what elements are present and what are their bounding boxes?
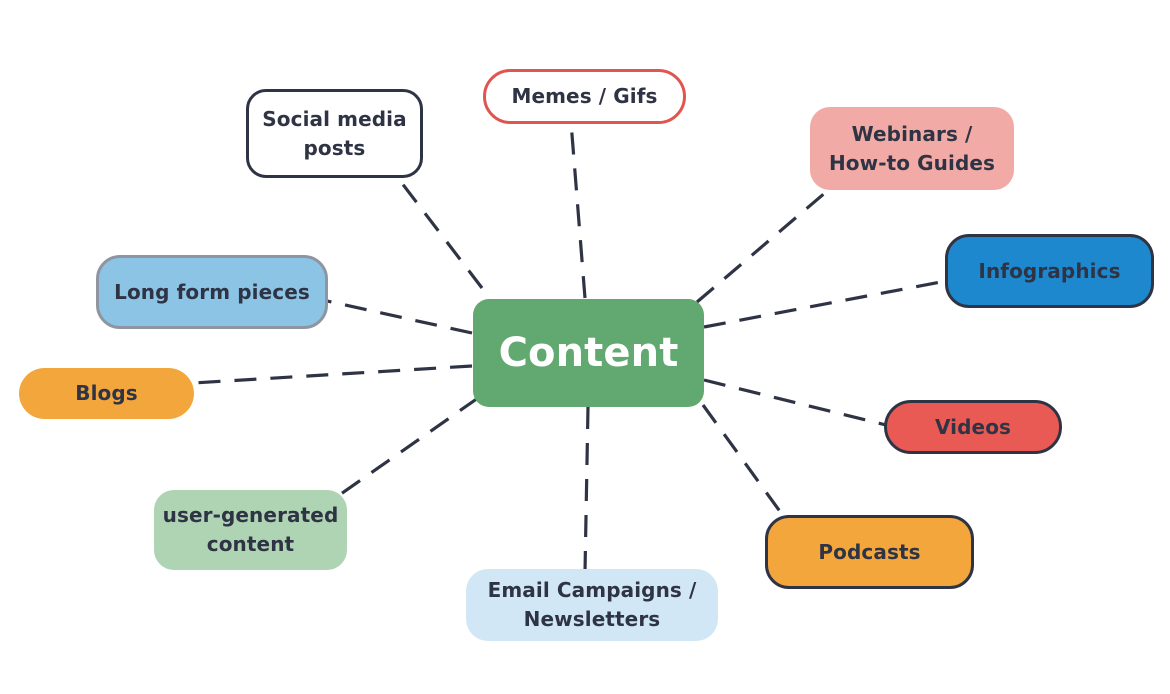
node-videos[interactable]: Videos	[884, 400, 1062, 454]
connector-webinars-how-to-guides	[695, 190, 828, 304]
node-user-generated-content[interactable]: user-generated content	[154, 490, 347, 570]
node-label: user-generated content	[162, 503, 339, 556]
node-email-campaigns-newsletters[interactable]: Email Campaigns / Newsletters	[466, 569, 718, 641]
connector-social-media-posts	[396, 177, 484, 289]
connector-long-form-pieces	[326, 299, 473, 335]
node-label: Podcasts	[818, 539, 921, 564]
node-label: Long form pieces	[114, 279, 310, 304]
connector-videos	[703, 378, 887, 427]
node-label: Blogs	[75, 381, 138, 405]
node-label: Webinars / How-to Guides	[828, 121, 996, 175]
node-webinars-how-to-guides[interactable]: Webinars / How-to Guides	[810, 107, 1014, 190]
connector-email-campaigns-newsletters	[583, 406, 590, 573]
connector-memes-gifs	[569, 121, 587, 299]
connector-infographics	[703, 279, 947, 329]
connector-user-generated-content	[337, 396, 479, 498]
node-social-media-posts[interactable]: Social media posts	[246, 89, 423, 178]
connector-blogs	[192, 364, 473, 385]
node-label: Email Campaigns / Newsletters	[487, 578, 697, 631]
connector-podcasts	[701, 404, 786, 518]
node-label: Social media posts	[262, 106, 407, 160]
node-label: Memes / Gifs	[511, 84, 658, 108]
node-label: Videos	[934, 414, 1012, 439]
node-infographics[interactable]: Infographics	[945, 234, 1154, 308]
node-podcasts[interactable]: Podcasts	[765, 515, 974, 589]
center-node-label: Content	[498, 330, 679, 376]
node-long-form-pieces[interactable]: Long form pieces	[96, 255, 328, 329]
node-blogs[interactable]: Blogs	[19, 368, 194, 419]
center-node-content[interactable]: Content	[473, 299, 704, 407]
node-memes-gifs[interactable]: Memes / Gifs	[483, 69, 686, 124]
node-label: Infographics	[978, 258, 1121, 283]
